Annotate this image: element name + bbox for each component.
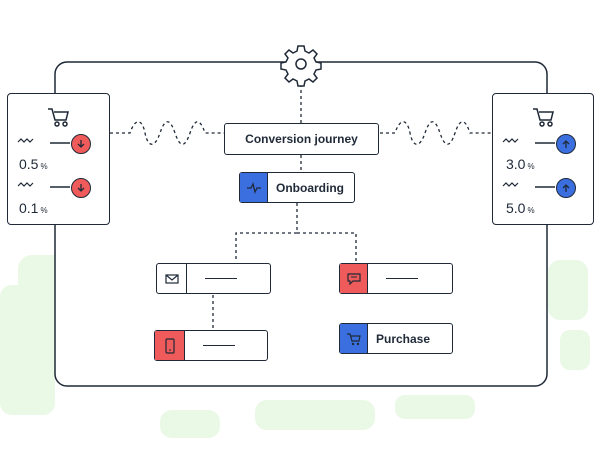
chat-node[interactable]	[339, 263, 453, 294]
diagram-title: Conversion journey	[224, 123, 379, 155]
metric-lines	[17, 138, 70, 188]
node-label: Onboarding	[276, 180, 344, 195]
chat-icon	[340, 264, 368, 293]
metric-value: 3.0%	[506, 156, 535, 172]
placeholder-line	[386, 278, 418, 279]
connectors	[110, 84, 492, 330]
node-label: Purchase	[376, 331, 431, 346]
left-metrics-panel: 0.5% 0.1%	[7, 93, 110, 225]
pulse-icon	[240, 173, 268, 202]
onboarding-node[interactable]: Onboarding	[239, 172, 355, 203]
trend-down-icon	[71, 178, 91, 198]
trend-down-icon	[71, 134, 91, 154]
metric-value: 5.0%	[506, 200, 535, 216]
cart-icon	[48, 108, 69, 127]
email-node[interactable]	[156, 263, 271, 294]
placeholder-line	[205, 278, 237, 279]
mail-icon	[157, 264, 187, 293]
cart-icon	[533, 108, 554, 127]
background-blobs	[0, 255, 590, 438]
mobile-icon	[155, 331, 185, 360]
mobile-node[interactable]	[154, 330, 268, 361]
metric-lines	[502, 138, 555, 188]
placeholder-line	[203, 345, 235, 346]
trend-up-icon	[556, 178, 576, 198]
metric-value: 0.5%	[19, 156, 48, 172]
purchase-node[interactable]: Purchase	[339, 323, 453, 354]
gear-icon	[280, 45, 322, 87]
right-metrics-panel: 3.0% 5.0%	[492, 93, 594, 225]
trend-up-icon	[556, 134, 576, 154]
metric-value: 0.1%	[19, 200, 48, 216]
cart-icon	[340, 324, 368, 353]
